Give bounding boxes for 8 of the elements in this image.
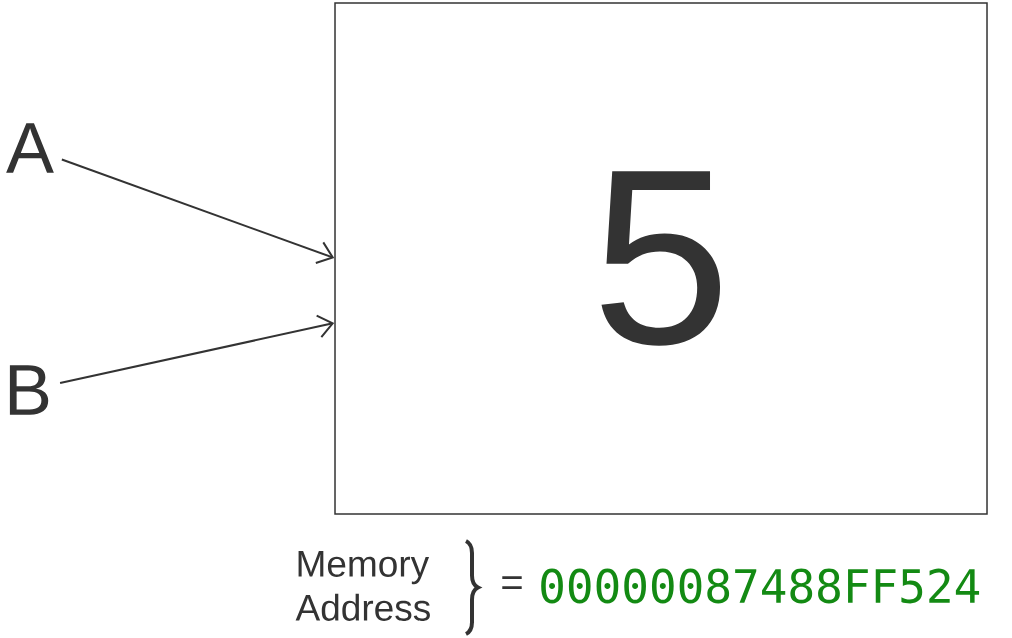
memory-address-label: Memory Address <box>295 551 430 621</box>
arrow <box>59 314 335 384</box>
text-label: A <box>6 123 54 173</box>
equals-sign: = <box>502 576 522 590</box>
arrow <box>60 158 335 265</box>
address-value: 00000087488FF524 <box>541 568 980 604</box>
number-box: 5 <box>334 2 988 515</box>
text-label: B <box>9 365 49 415</box>
